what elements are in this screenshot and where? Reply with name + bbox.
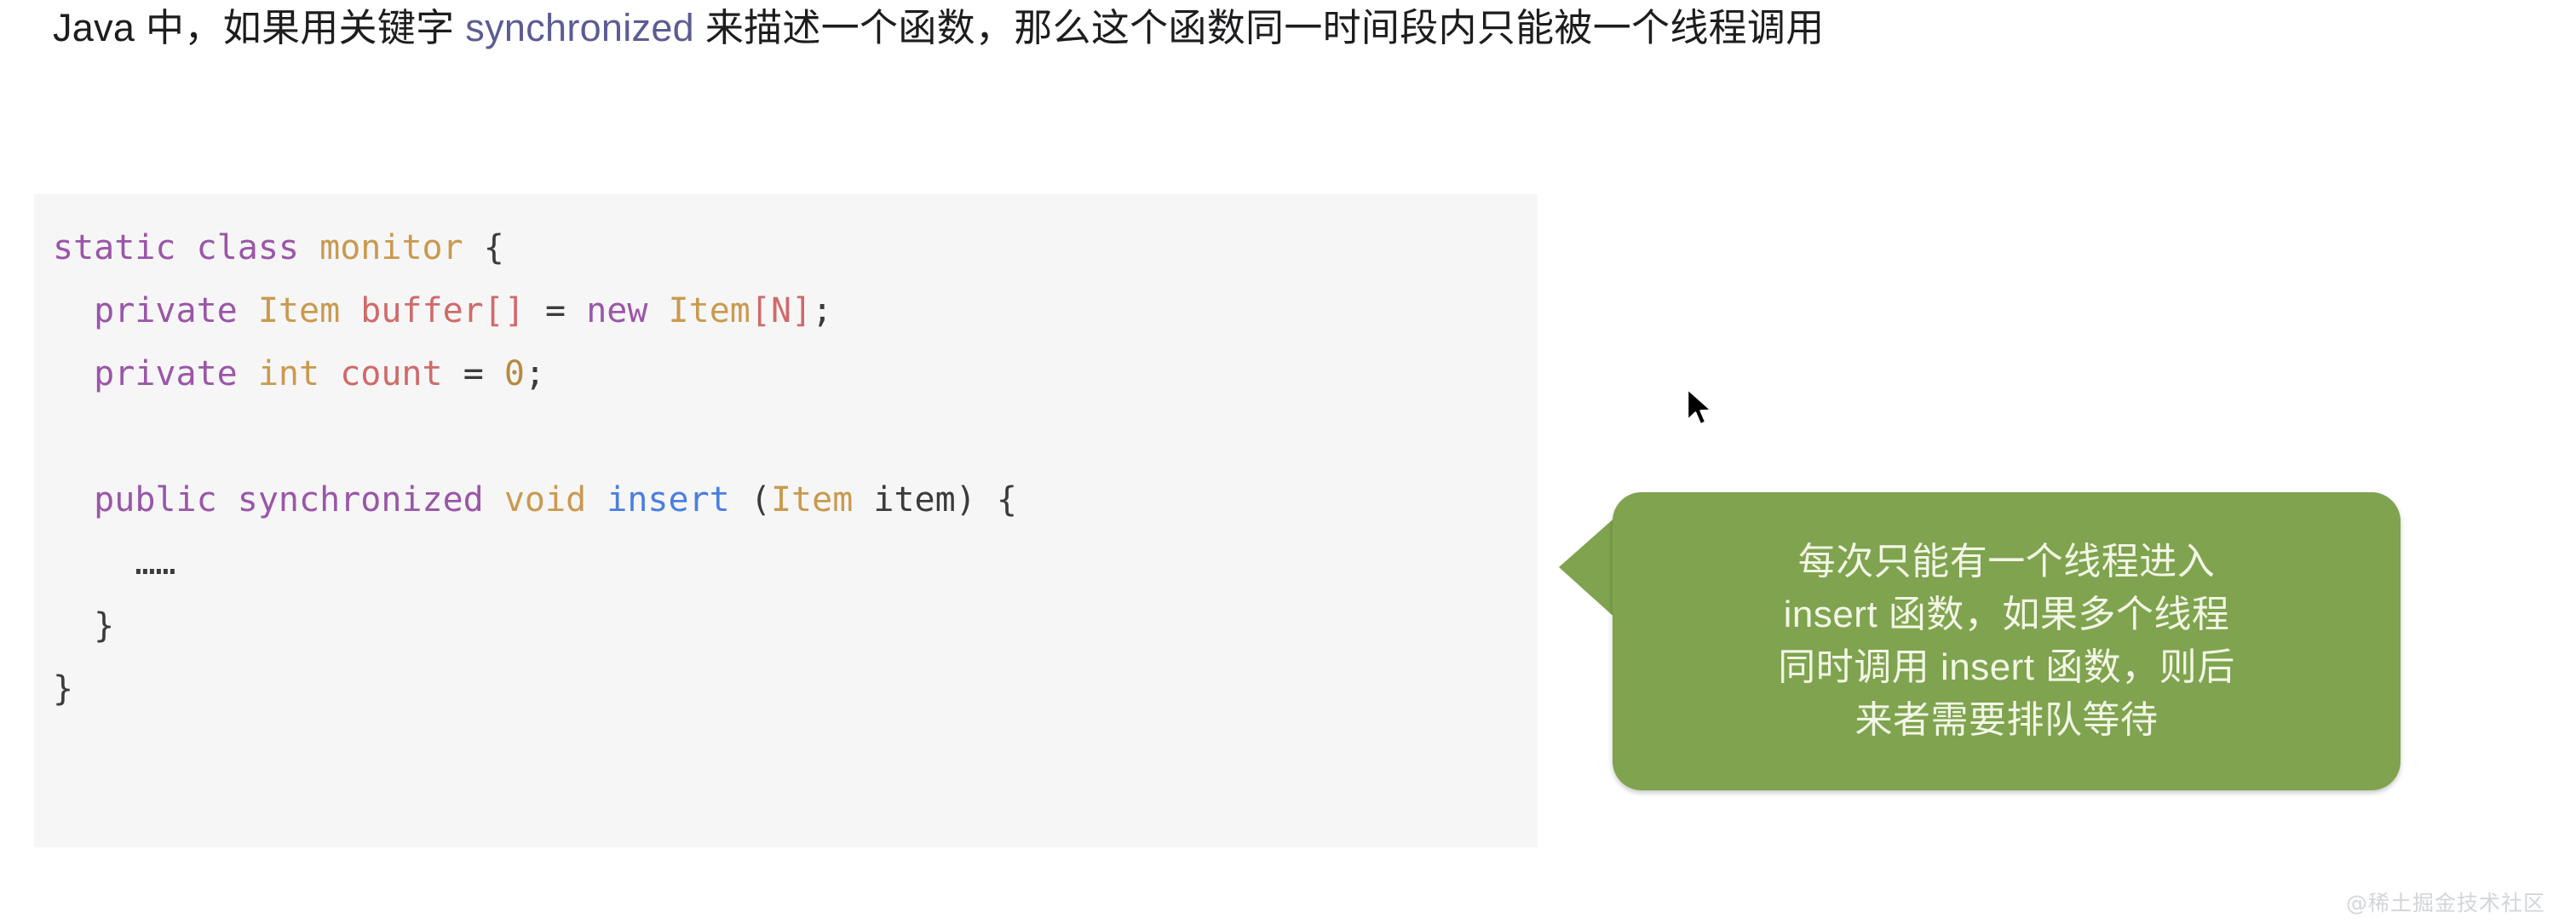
code-token-punctuation: = (545, 291, 566, 330)
code-token-punctuation: = (463, 354, 484, 393)
code-token-punctuation: } (53, 669, 74, 709)
code-token-plain: …… (135, 543, 176, 583)
code-indent (53, 606, 94, 646)
code-token-plain: item (873, 480, 956, 519)
code-token-type: void (503, 480, 587, 519)
callout-bubble: 每次只能有一个线程进入 insert 函数，如果多个线程同时调用 insert 函… (1613, 492, 2401, 790)
heading-keyword-synchronized: synchronized (465, 6, 695, 49)
callout-line: 来者需要排队等待 (1854, 699, 2159, 741)
code-token-function: insert (607, 480, 730, 519)
code-token-number: 0 (503, 354, 525, 393)
code-token-plain (463, 228, 484, 267)
heading-text-part1: Java 中，如果用关键字 (53, 6, 466, 49)
callout-line: 同时调用 insert 函数，则后 (1778, 646, 2235, 688)
code-line: } (34, 594, 1538, 657)
code-line (34, 405, 1538, 468)
code-token-plain (525, 291, 545, 330)
code-token-keyword: public (94, 480, 217, 519)
watermark: @稀土掘金技术社区 (2345, 891, 2545, 915)
code-token-type: Item (770, 480, 854, 519)
code-token-plain (566, 291, 586, 330)
code-token-plain (586, 480, 607, 519)
code-token-type: monitor (319, 228, 463, 267)
code-token-keyword: private (94, 354, 238, 393)
code-token-plain (238, 291, 258, 330)
code-token-keyword: private (94, 291, 238, 330)
code-token-punctuation: } (94, 606, 115, 646)
code-indent (53, 354, 94, 393)
heading-text-part2: 来描述一个函数，那么这个函数同一时间段内只能被一个线程调用 (694, 6, 1825, 49)
code-token-plain (340, 291, 360, 330)
code-token-keyword: static (53, 228, 176, 267)
code-token-plain (299, 228, 319, 267)
callout-tail-triangle (1559, 514, 1619, 621)
code-token-plain (484, 480, 504, 519)
code-token-plain (319, 354, 340, 393)
code-indent (53, 480, 94, 519)
code-token-plain (238, 354, 258, 393)
code-token-punctuation: ; (524, 354, 546, 393)
code-token-identifier: buffer[] (360, 291, 525, 330)
code-token-plain (647, 291, 668, 330)
code-token-plain (730, 480, 750, 519)
code-token-keyword: synchronized (237, 480, 484, 519)
callout-line: 每次只能有一个线程进入 (1797, 541, 2216, 583)
code-token-punctuation: ) { (955, 480, 1017, 519)
code-token-plain (217, 480, 238, 519)
code-indent (53, 543, 135, 583)
code-block: static class monitor { private Item buff… (34, 194, 1538, 847)
callout-tail (1559, 514, 1619, 621)
callout-text: 每次只能有一个线程进入 insert 函数，如果多个线程同时调用 insert 函… (1613, 492, 2401, 790)
code-token-plain (443, 354, 463, 393)
code-token-keyword: class (196, 228, 300, 267)
heading-paragraph: Java 中，如果用关键字 synchronized 来描述一个函数，那么这个函… (53, 5, 2498, 52)
code-token-keyword: new (586, 291, 648, 330)
code-token-plain (176, 228, 197, 267)
code-token-type: int (257, 354, 320, 393)
code-line: private int count = 0; (34, 342, 1538, 405)
code-line: static class monitor { (34, 216, 1538, 279)
code-token-type: Item (668, 291, 750, 330)
code-token-plain (484, 354, 504, 393)
code-line: …… (34, 531, 1538, 594)
code-token-punctuation: ; (812, 291, 833, 330)
code-line: public synchronized void insert (Item it… (34, 468, 1538, 531)
callout-line: insert 函数，如果多个线程 (1783, 594, 2230, 635)
code-token-plain (853, 480, 873, 519)
code-token-punctuation: { (483, 228, 504, 267)
code-indent (53, 291, 94, 330)
code-token-punctuation: ( (750, 480, 771, 519)
mouse-cursor-arrow-icon (1685, 388, 1716, 431)
code-token-identifier: [N] (750, 291, 813, 330)
code-line: } (34, 657, 1538, 720)
code-line: private Item buffer[] = new Item[N]; (34, 279, 1538, 342)
code-token-type: Item (257, 291, 341, 330)
code-token-identifier: count (340, 354, 443, 393)
